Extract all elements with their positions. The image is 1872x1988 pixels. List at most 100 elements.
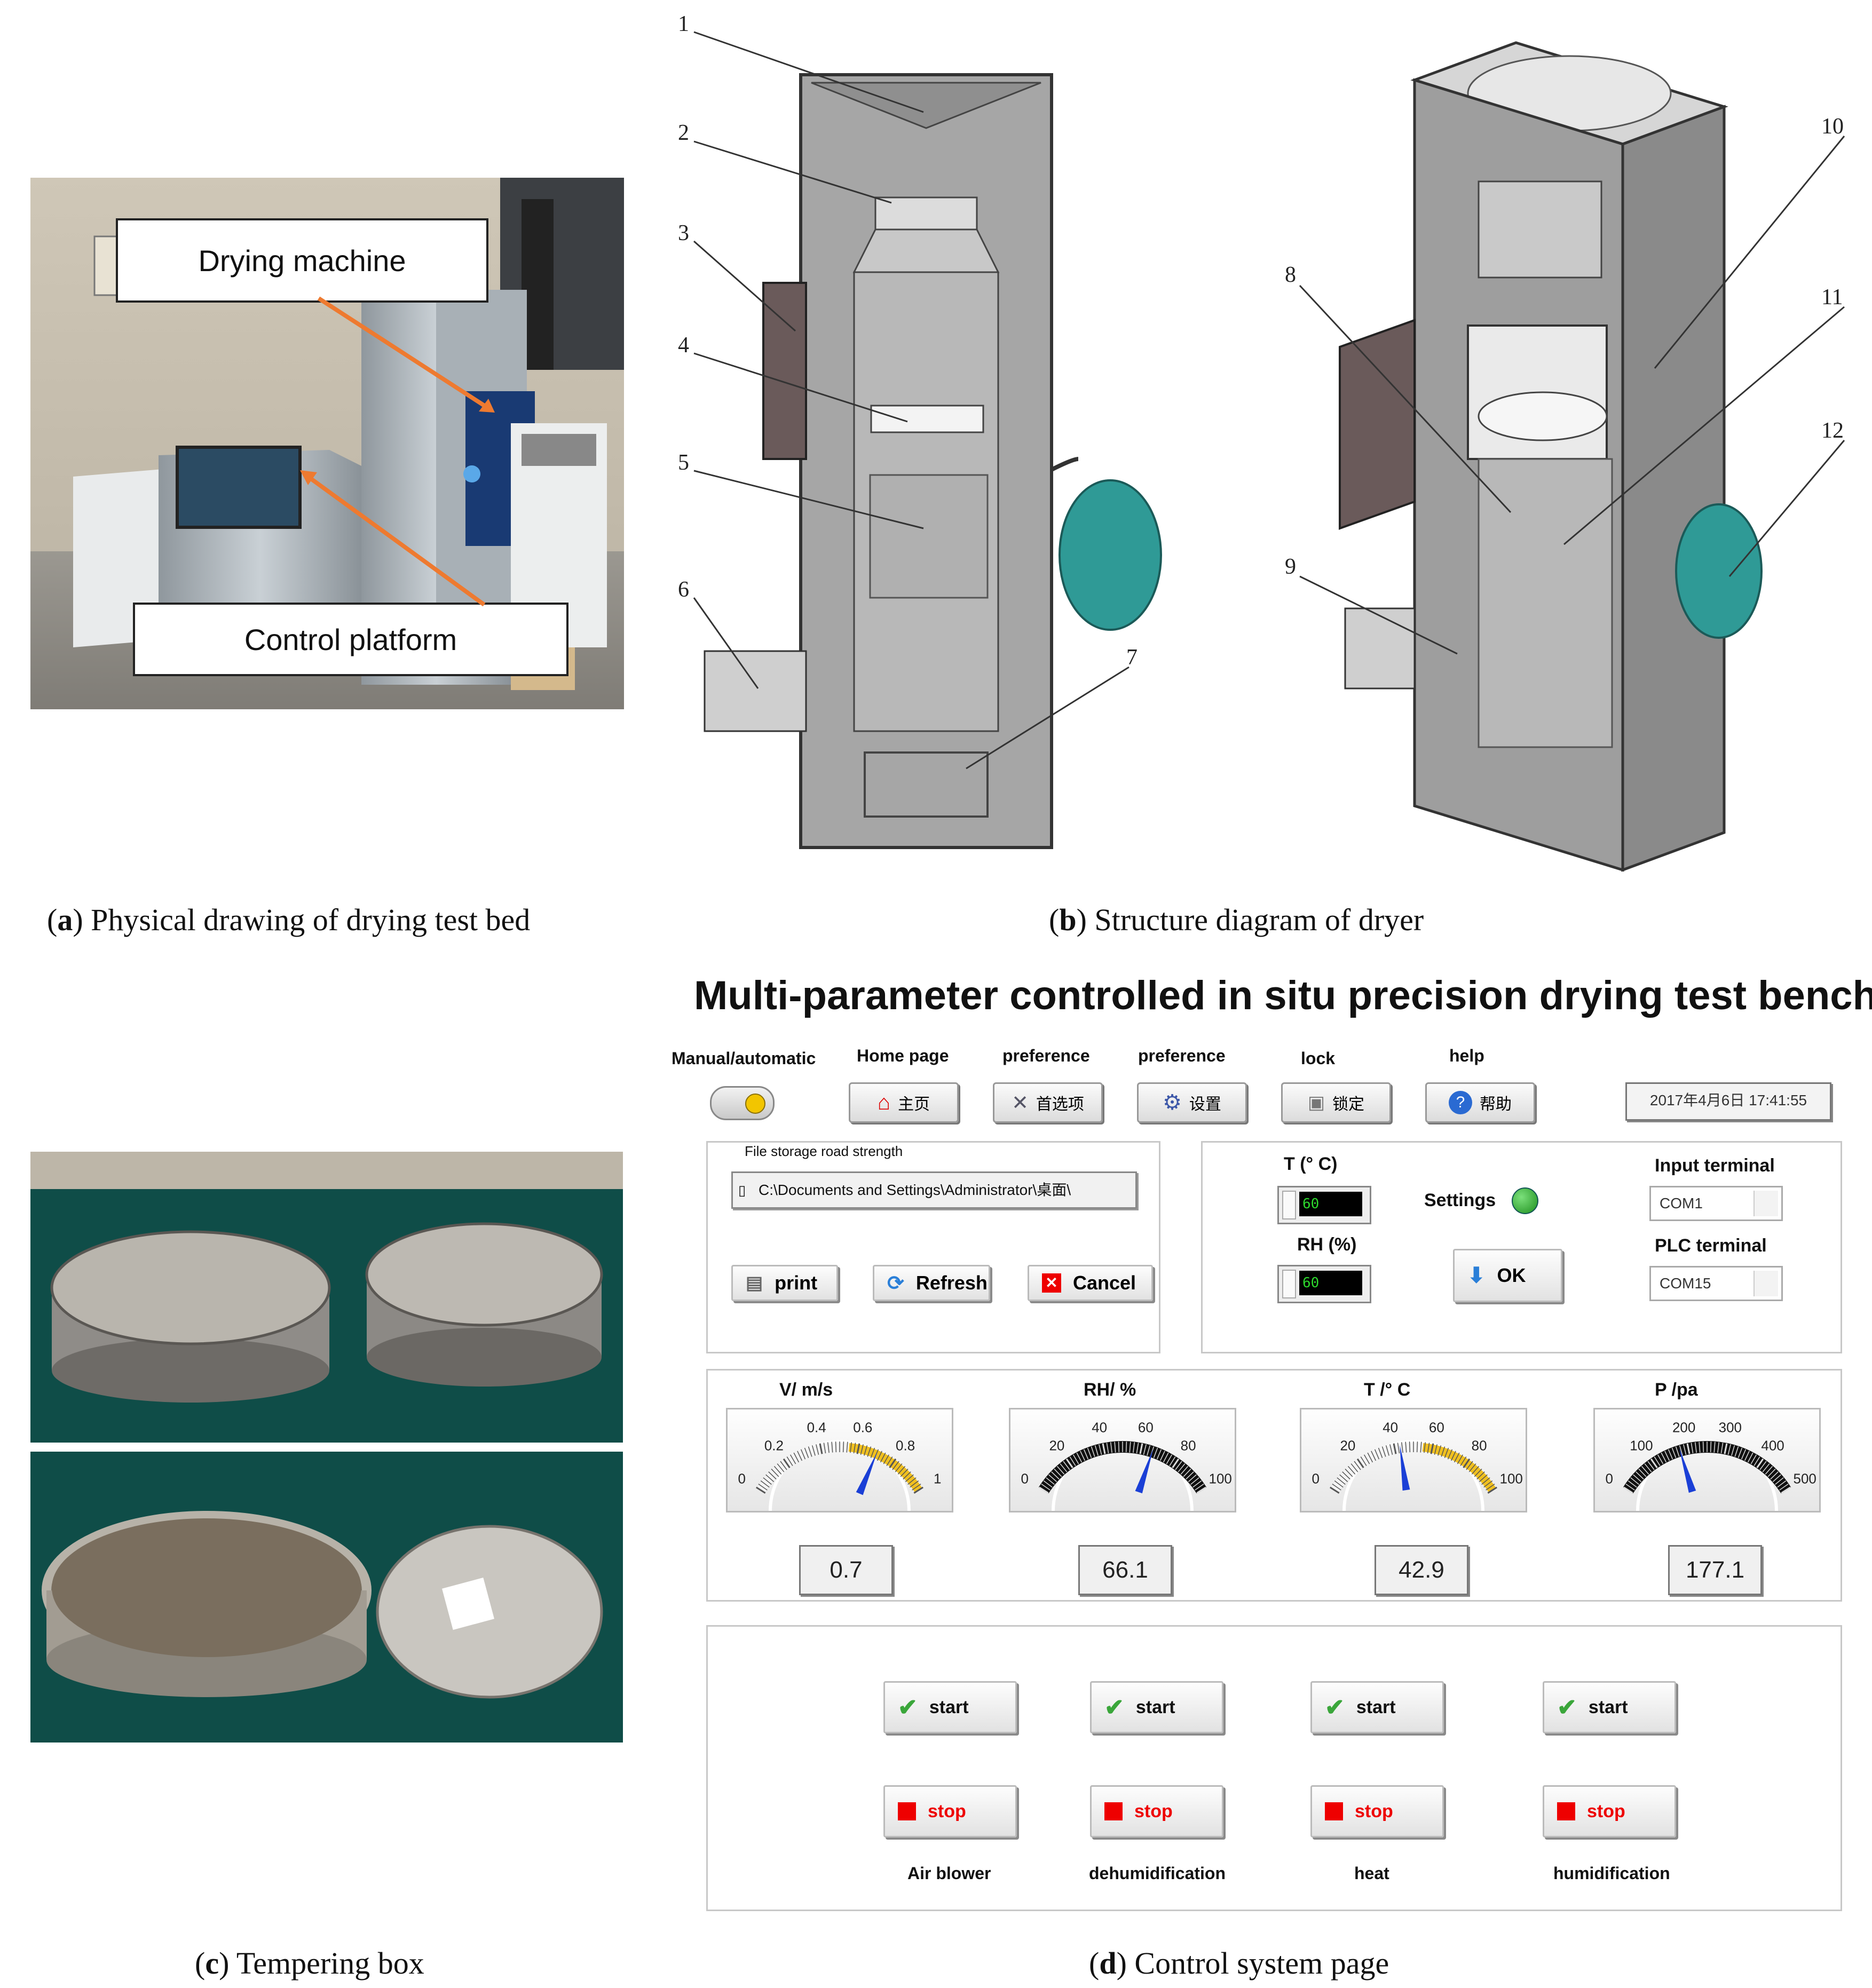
dropdown-arrow-icon[interactable] — [1753, 1271, 1778, 1296]
stop-button[interactable]: stop — [1543, 1785, 1676, 1837]
manual-automatic-toggle[interactable] — [710, 1086, 775, 1120]
gauge-tick — [1397, 1443, 1400, 1454]
preference-button[interactable]: ✕首选项 — [993, 1082, 1103, 1123]
iso-part-labels: 8 9 10 11 12 — [1285, 114, 1844, 579]
gauge-tick — [1671, 1447, 1677, 1458]
folder-icon: ▯ — [738, 1182, 746, 1198]
gauge-tick — [1178, 1463, 1186, 1472]
gauge-tick — [867, 1446, 872, 1457]
gauge-tick — [1463, 1458, 1471, 1468]
dropdown-arrow-icon[interactable] — [1753, 1191, 1778, 1216]
gauge-tick-label: 60 — [1138, 1419, 1154, 1435]
label-lock: lock — [1301, 1049, 1336, 1068]
print-button[interactable]: ▤print — [731, 1265, 838, 1301]
gauge-tick — [1060, 1463, 1068, 1472]
stop-button[interactable]: stop — [1310, 1785, 1444, 1837]
stop-button[interactable]: stop — [1090, 1785, 1223, 1837]
gauge-tick — [1072, 1454, 1079, 1464]
gauge-tick — [1747, 1452, 1753, 1463]
gauge-tick — [827, 1442, 830, 1453]
home-button[interactable]: ⌂主页 — [849, 1082, 959, 1123]
gauge-tick — [842, 1442, 844, 1453]
gauge-value-readout: 177.1 — [1668, 1545, 1762, 1595]
file-path-field[interactable]: ▯ C:\Documents and Settings\Administrato… — [731, 1171, 1137, 1209]
gauge-tick-label: 1 — [934, 1471, 941, 1487]
gauge-tick — [1183, 1468, 1191, 1477]
gauge-tick — [903, 1471, 911, 1480]
gauge-tick — [1623, 1486, 1633, 1494]
actuator-name: humidification — [1553, 1864, 1670, 1883]
gauge-tick — [1339, 1474, 1348, 1482]
start-button[interactable]: ✔start — [1310, 1681, 1444, 1733]
gauge-tick — [800, 1449, 806, 1460]
start-button[interactable]: ✔start — [1090, 1681, 1223, 1733]
gauge-tick — [1393, 1443, 1397, 1454]
gauge-scale-arc — [1038, 1441, 1207, 1494]
help-icon: ? — [1449, 1091, 1472, 1114]
home-icon: ⌂ — [877, 1090, 891, 1114]
gauge-tick — [897, 1466, 906, 1475]
cancel-button[interactable]: ✕Cancel — [1028, 1265, 1153, 1301]
gauge-tick — [763, 1477, 772, 1485]
gauge-tick — [1447, 1449, 1453, 1460]
settings-button[interactable]: ⚙设置 — [1137, 1082, 1247, 1123]
gauge-tick — [1329, 1486, 1340, 1494]
gauge-tick — [819, 1443, 823, 1454]
gauge-tick — [771, 1468, 779, 1477]
lock-button[interactable]: ▣锁定 — [1281, 1082, 1391, 1123]
stop-square-icon — [1104, 1802, 1123, 1820]
input-terminal-select[interactable]: COM1 — [1649, 1186, 1783, 1221]
refresh-button[interactable]: ⟳Refresh — [873, 1265, 990, 1301]
gauge-tick — [1483, 1480, 1493, 1488]
stepper-arrows[interactable] — [1282, 1270, 1296, 1298]
gauge-tick — [1770, 1471, 1779, 1480]
start-button[interactable]: ✔start — [883, 1681, 1017, 1733]
check-icon: ✔ — [1557, 1694, 1577, 1721]
gauge-tick — [1741, 1449, 1747, 1460]
gauge-tick — [1065, 1458, 1073, 1468]
gauge-tick — [856, 1443, 860, 1454]
gauge-tick — [1156, 1449, 1162, 1460]
gauge-tick — [816, 1444, 819, 1455]
gauge-tick — [1080, 1451, 1086, 1461]
gauge-tick — [1129, 1442, 1131, 1453]
plc-terminal-label: PLC terminal — [1655, 1235, 1767, 1256]
gauge-tick-label: 40 — [1383, 1419, 1398, 1435]
start-button[interactable]: ✔start — [1543, 1681, 1676, 1733]
cancel-icon: ✕ — [1042, 1273, 1061, 1293]
gauge-needle — [856, 1452, 878, 1495]
gauge-tick — [1087, 1447, 1092, 1458]
label-help: help — [1449, 1046, 1484, 1065]
gauge-tick — [1691, 1443, 1694, 1454]
gauge-tick-label: 0.2 — [764, 1437, 784, 1453]
gauge-tick-label: 40 — [1092, 1419, 1107, 1435]
help-button[interactable]: ?帮助 — [1425, 1082, 1535, 1123]
gauge-tick — [1434, 1444, 1437, 1455]
gauge-tick — [1675, 1446, 1680, 1457]
gauge-tick — [1083, 1449, 1089, 1460]
t-setpoint-stepper[interactable]: 60 — [1277, 1186, 1371, 1224]
gauge-tick — [1169, 1456, 1176, 1466]
control-title: Multi-parameter controlled in situ preci… — [694, 973, 1872, 1018]
gauge-tick — [1744, 1451, 1750, 1461]
gauge-tick — [1668, 1449, 1673, 1460]
gauge-tick — [1192, 1480, 1202, 1488]
rh-setpoint-stepper[interactable]: 60 — [1277, 1265, 1371, 1303]
actuator-panel — [706, 1625, 1842, 1911]
photo-tempering-box-closed — [30, 1152, 623, 1443]
plc-terminal-select[interactable]: COM15 — [1649, 1266, 1783, 1301]
gauge-tick — [1694, 1442, 1697, 1453]
stop-button[interactable]: stop — [883, 1785, 1017, 1837]
gauge-tick-label: 200 — [1672, 1419, 1695, 1435]
gauge-tick — [1699, 1442, 1701, 1453]
settings-indicator-led — [1512, 1187, 1538, 1214]
gauge-tick — [1133, 1442, 1135, 1453]
gauge-tick — [1091, 1446, 1095, 1457]
gauge-label: T /° C — [1364, 1380, 1411, 1400]
gauge-tick — [1444, 1447, 1449, 1458]
ok-button[interactable]: ⬇OK — [1453, 1249, 1562, 1302]
gauge-tick — [793, 1452, 800, 1463]
stepper-arrows[interactable] — [1282, 1191, 1296, 1219]
